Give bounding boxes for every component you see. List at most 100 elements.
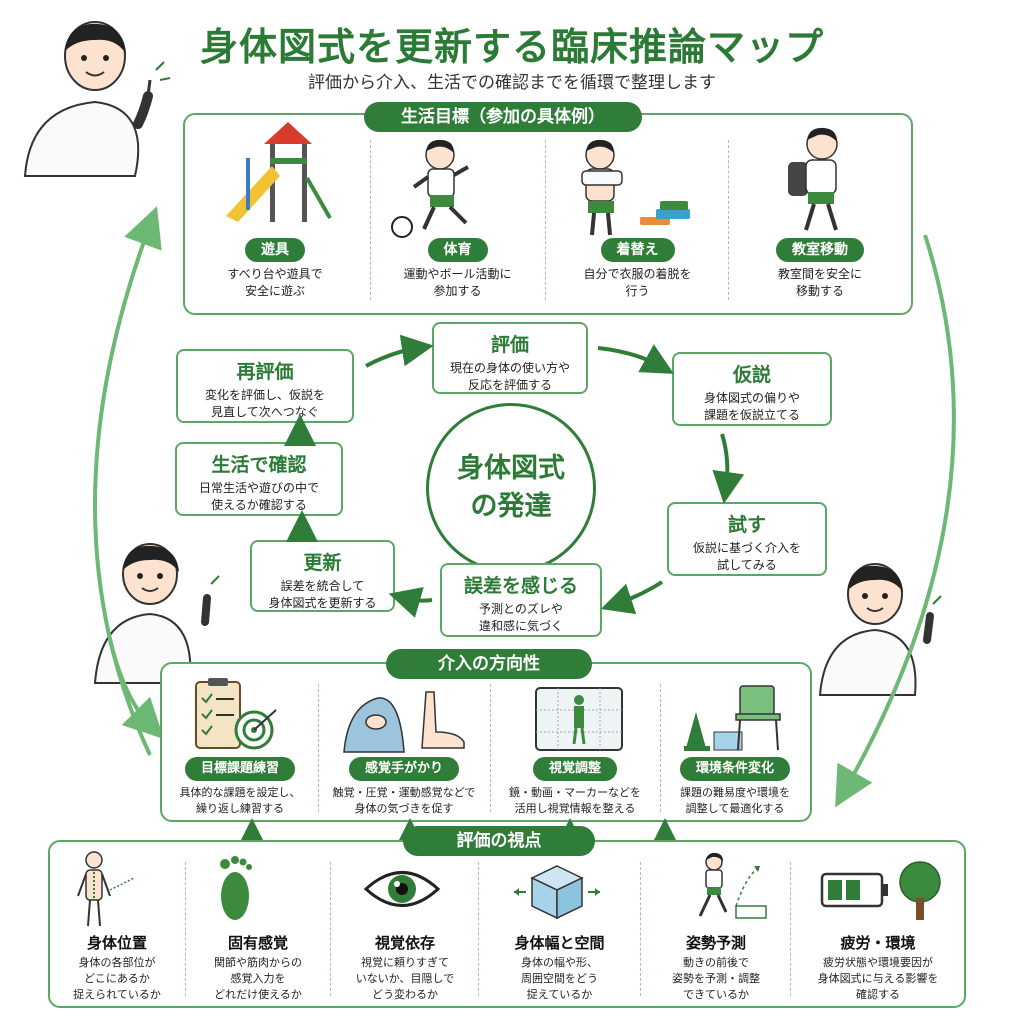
body-figure-icon bbox=[77, 851, 135, 927]
playground-icon bbox=[226, 122, 332, 222]
viewpoint-desc: 捉えているか bbox=[526, 988, 593, 1001]
step-desc: 日常生活や遊びの中で bbox=[198, 481, 319, 495]
step-desc: 誤差を統合して bbox=[280, 579, 365, 593]
footprint-icon bbox=[220, 856, 252, 920]
step-title: 再評価 bbox=[236, 361, 294, 383]
divider bbox=[478, 862, 479, 996]
intervention-desc: 繰り返し練習する bbox=[196, 802, 284, 815]
viewpoint-desc: 身体図式に与える影響を bbox=[817, 972, 939, 985]
intervention-desc: 触覚・圧覚・運動感覚などで bbox=[332, 786, 476, 799]
goal-desc: 自分で衣服の着脱を bbox=[583, 267, 692, 281]
teacher-illustration-mid-right bbox=[818, 563, 942, 696]
divider bbox=[490, 684, 491, 812]
goal-pill: 教室移動 bbox=[776, 238, 864, 262]
viewpoint-name: 疲労・環境 bbox=[840, 934, 916, 952]
center-label: 身体図式 bbox=[457, 453, 565, 484]
goal-desc: 参加する bbox=[433, 284, 482, 298]
intervention-pill: 目標課題練習 bbox=[184, 757, 295, 781]
step-desc: 試してみる bbox=[717, 558, 777, 572]
child-running-ball-icon bbox=[391, 139, 469, 238]
viewpoint-card-posture-prediction: 姿勢予測 動きの前後で姿勢を予測・調整できているか bbox=[644, 928, 788, 1003]
divider bbox=[790, 862, 791, 996]
divider bbox=[330, 862, 331, 996]
step-title: 生活で確認 bbox=[211, 454, 307, 476]
page-title: 身体図式を更新する臨床推論マップ bbox=[199, 25, 824, 69]
divider bbox=[370, 140, 371, 300]
viewpoint-desc: できているか bbox=[683, 988, 749, 1001]
divider bbox=[545, 140, 546, 300]
intervention-card-visual-adjust: 視覚調整 鏡・動画・マーカーなどを活用し視覚情報を整える bbox=[492, 757, 658, 817]
center-body-schema-circle: 身体図式 の発達 bbox=[426, 403, 596, 573]
viewpoint-desc: 動きの前後で bbox=[683, 956, 749, 969]
step-title: 仮説 bbox=[732, 364, 771, 386]
intervention-desc: 活用し視覚情報を整える bbox=[514, 802, 636, 815]
goals-section-label: 生活目標（参加の具体例） bbox=[364, 102, 642, 132]
goal-desc: 教室間を安全に bbox=[777, 267, 862, 281]
viewpoint-name: 身体幅と空間 bbox=[514, 934, 605, 952]
clipboard-target-icon bbox=[195, 678, 277, 750]
cone-chair-box-icon bbox=[684, 685, 781, 751]
mirror-grid-figure-icon bbox=[535, 687, 623, 751]
viewpoint-desc: どう変わるか bbox=[372, 988, 438, 1001]
viewpoints-section-label: 評価の視点 bbox=[403, 826, 595, 856]
goal-desc: 移動する bbox=[795, 284, 844, 298]
goal-desc: すべり台や遊具で bbox=[227, 267, 323, 281]
step-evaluation: 評価 現在の身体の使い方や反応を評価する bbox=[432, 322, 588, 394]
step-title: 更新 bbox=[303, 552, 342, 574]
eye-icon bbox=[363, 871, 441, 907]
viewpoint-desc: 関節や筋肉からの bbox=[214, 956, 302, 969]
step-hypothesis: 仮説 身体図式の偏りや課題を仮説立てる bbox=[672, 352, 832, 426]
child-walking-backpack-icon bbox=[788, 127, 838, 231]
viewpoint-card-body-width-space: 身体幅と空間 身体の幅や形、周囲空間をどう捉えているか bbox=[482, 928, 637, 1003]
viewpoint-desc: 確認する bbox=[856, 988, 900, 1001]
goal-desc: 行う bbox=[625, 284, 650, 298]
viewpoint-name: 固有感覚 bbox=[227, 934, 288, 952]
goal-card-playground: 遊具 すべり台や遊具で安全に遊ぶ bbox=[200, 238, 350, 300]
divider bbox=[728, 140, 729, 300]
viewpoint-desc: 周囲空間をどう bbox=[521, 972, 598, 985]
viewpoint-desc: 身体の幅や形、 bbox=[521, 956, 598, 969]
viewpoint-name: 姿勢予測 bbox=[685, 934, 746, 952]
viewpoint-card-visual-dependence: 視覚依存 視覚に頼りすぎていないか、目隠しでどう変わるか bbox=[334, 928, 476, 1003]
step-desc: 仮説に基づく介入を bbox=[692, 541, 801, 555]
touch-cue-icon bbox=[343, 691, 465, 753]
teacher-illustration-top-left bbox=[23, 21, 171, 177]
battery-tree-icon bbox=[820, 861, 941, 920]
page-subtitle: 評価から介入、生活での確認までを循環で整理します bbox=[308, 73, 716, 93]
intervention-pill: 感覚手がかり bbox=[348, 757, 459, 781]
intervention-pill: 環境条件変化 bbox=[679, 757, 790, 781]
step-desc: 予測とのズレや bbox=[479, 602, 563, 616]
viewpoint-card-proprioception: 固有感覚 関節や筋肉からの感覚入力をどれだけ使えるか bbox=[188, 928, 328, 1003]
step-desc: 身体図式を更新する bbox=[268, 596, 377, 610]
child-changing-clothes-icon bbox=[581, 139, 690, 236]
step-desc: 変化を評価し、仮説を bbox=[204, 388, 325, 402]
step-reevaluation: 再評価 変化を評価し、仮説を見直して次へつなぐ bbox=[176, 349, 354, 423]
divider bbox=[640, 862, 641, 996]
step-desc: 使えるか確認する bbox=[211, 498, 307, 512]
child-stepping-icon bbox=[698, 852, 767, 919]
viewpoint-name: 身体位置 bbox=[86, 934, 147, 952]
viewpoint-desc: どこにあるか bbox=[84, 972, 150, 985]
intervention-desc: 課題の難易度や環境を bbox=[680, 786, 790, 799]
intervention-desc: 具体的な課題を設定し、 bbox=[179, 786, 301, 799]
viewpoint-desc: 身体の各部位が bbox=[78, 956, 156, 969]
intervention-card-goal-practice: 目標課題練習 具体的な課題を設定し、繰り返し練習する bbox=[165, 757, 315, 817]
divider bbox=[660, 684, 661, 812]
divider bbox=[185, 862, 186, 996]
viewpoint-desc: どれだけ使えるか bbox=[214, 988, 302, 1001]
viewpoint-desc: 捉えられているか bbox=[73, 988, 161, 1001]
step-feel-error: 誤差を感じる 予測とのズレや違和感に気づく bbox=[440, 563, 602, 637]
intervention-desc: 調整して最適化する bbox=[685, 802, 785, 815]
intervention-desc: 身体の気づきを促す bbox=[354, 802, 454, 815]
viewpoint-desc: 感覚入力を bbox=[230, 972, 286, 985]
step-desc: 課題を仮説立てる bbox=[703, 408, 800, 422]
step-desc: 反応を評価する bbox=[467, 378, 552, 392]
goal-desc: 安全に遊ぶ bbox=[244, 284, 305, 298]
goal-desc: 運動やボール活動に bbox=[403, 267, 512, 281]
step-desc: 違和感に気づく bbox=[478, 619, 563, 633]
step-title: 試す bbox=[727, 514, 766, 536]
step-life-check: 生活で確認 日常生活や遊びの中で使えるか確認する bbox=[175, 442, 343, 516]
goal-pill: 着替え bbox=[600, 238, 675, 262]
goal-card-classroom: 教室移動 教室間を安全に移動する bbox=[735, 238, 905, 300]
